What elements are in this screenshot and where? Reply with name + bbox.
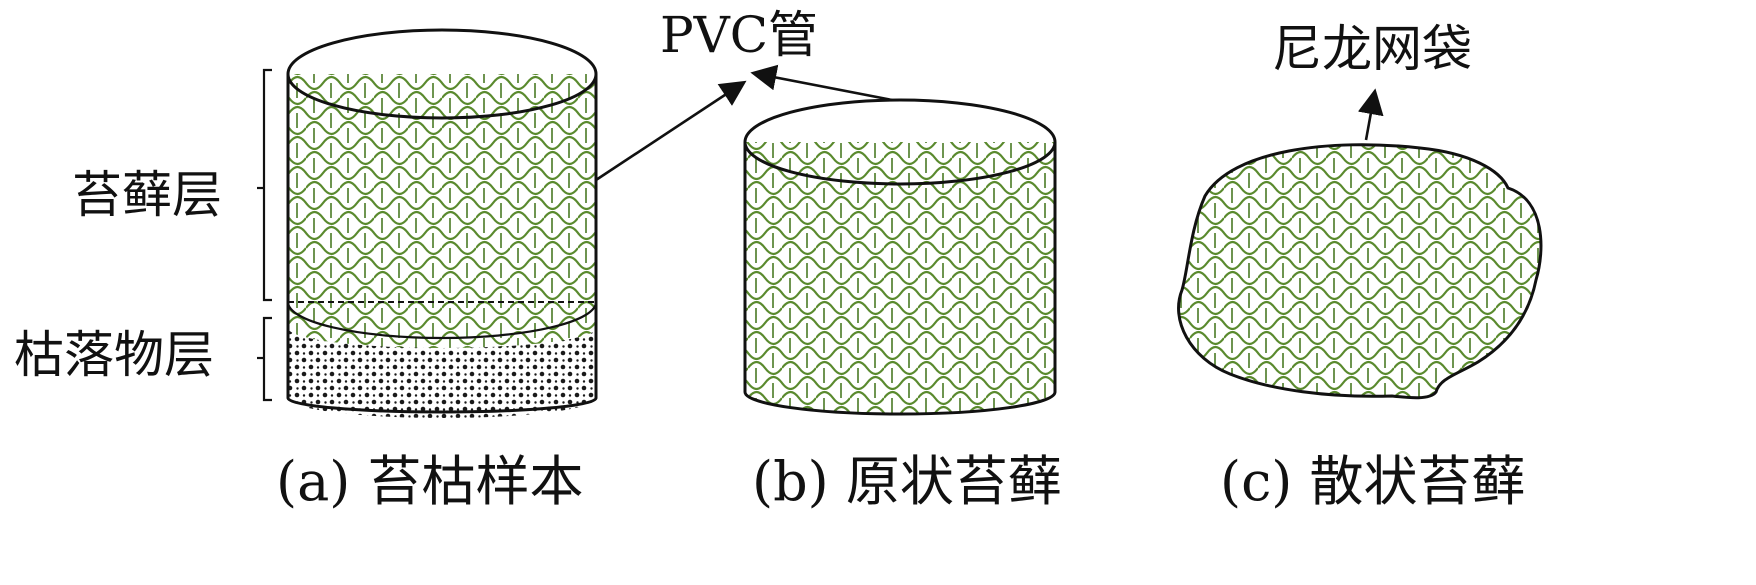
- litter-layer-label: 枯落物层: [14, 326, 214, 384]
- moss-layer-bracket: [257, 68, 272, 302]
- sample-b-cylinder: [743, 98, 1057, 416]
- litter-layer-bracket: [257, 316, 272, 402]
- caption-b: (b) 原状苔藓: [752, 450, 1062, 513]
- layer-boundary-solid: [286, 301, 598, 340]
- nylon-bag-shape: [1177, 143, 1543, 400]
- caption-c: (c) 散状苔藓: [1220, 450, 1526, 513]
- moss-layer-label: 苔藓层: [72, 166, 222, 224]
- sample-c-bag: [1177, 143, 1543, 400]
- pvc-arrow-a: [595, 80, 747, 182]
- sample-a-bottom-edge: [286, 397, 598, 414]
- moss-layer-body: [288, 74, 596, 348]
- litter-layer-body: [288, 328, 596, 418]
- pvc-arrow-b: [750, 64, 893, 102]
- sample-b-bottom-edge: [743, 391, 1057, 416]
- caption-a: (a) 苔枯样本: [276, 450, 584, 513]
- nylon-bag-label: 尼龙网袋: [1272, 20, 1472, 78]
- pvc-pipe-label: PVC管: [660, 6, 818, 64]
- intact-moss-body: [745, 142, 1055, 414]
- sample-a-cylinder: [286, 28, 598, 418]
- nylon-bag-arrow: [1357, 88, 1384, 141]
